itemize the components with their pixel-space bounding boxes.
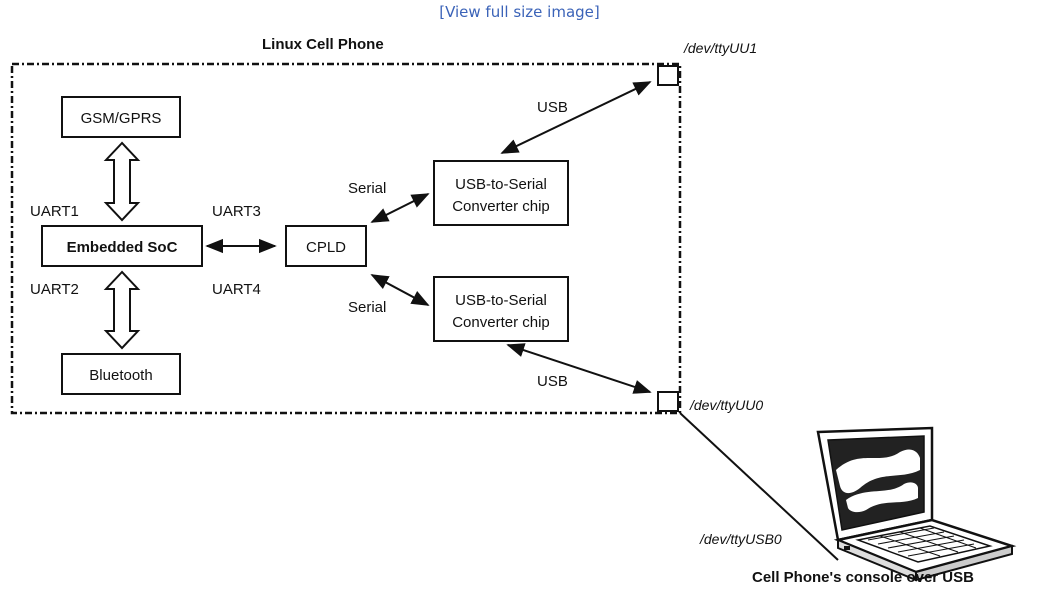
usb-arrow-bottom <box>506 343 652 394</box>
view-full-size-link[interactable]: [View full size image] <box>439 3 600 21</box>
serial-arrow-top <box>370 193 430 223</box>
usb-label-top: USB <box>537 99 568 116</box>
laptop-caption: Cell Phone's console over USB <box>752 569 974 586</box>
bluetooth-block: Bluetooth <box>61 353 181 395</box>
usb-serial-converter-top: USB-to-Serial Converter chip <box>433 160 569 226</box>
laptop-icon <box>816 426 1017 582</box>
cpld-label: CPLD <box>306 239 346 256</box>
embedded-soc-block: Embedded SoC <box>41 225 203 267</box>
gsm-gprs-label: GSM/GPRS <box>81 110 162 127</box>
usb-serial-bottom-line2: Converter chip <box>452 314 550 331</box>
gsm-gprs-block: GSM/GPRS <box>61 96 181 138</box>
uart2-double-arrow <box>103 270 141 350</box>
serial-label-bottom: Serial <box>348 299 386 316</box>
uart1-label: UART1 <box>30 203 79 220</box>
cpld-block: CPLD <box>285 225 367 267</box>
usb-label-bottom: USB <box>537 373 568 390</box>
port-label-ttyuu1: /dev/ttyUU1 <box>683 40 757 56</box>
phone-boundary <box>10 62 682 415</box>
usb-arrow-top <box>500 81 652 154</box>
serial-label-top: Serial <box>348 180 386 197</box>
serial-arrow-bottom <box>370 274 430 306</box>
usb-serial-converter-bottom: USB-to-Serial Converter chip <box>433 276 569 342</box>
usb-port-bottom <box>657 391 679 412</box>
port-label-ttyusb0: /dev/ttyUSB0 <box>699 531 782 547</box>
embedded-soc-label: Embedded SoC <box>67 239 178 256</box>
usb-serial-top-line1: USB-to-Serial <box>455 176 547 193</box>
usb-serial-top-line2: Converter chip <box>452 198 550 215</box>
usb-port-top <box>657 65 679 86</box>
diagram-title: Linux Cell Phone <box>262 36 384 53</box>
usb-cable <box>679 412 839 561</box>
uart2-label: UART2 <box>30 281 79 298</box>
uart4-label: UART4 <box>212 281 261 298</box>
uart1-double-arrow <box>103 141 141 222</box>
usb-serial-bottom-line1: USB-to-Serial <box>455 292 547 309</box>
port-label-ttyuu0: /dev/ttyUU0 <box>689 397 763 413</box>
uart3-label: UART3 <box>212 203 261 220</box>
bluetooth-label: Bluetooth <box>89 367 152 384</box>
